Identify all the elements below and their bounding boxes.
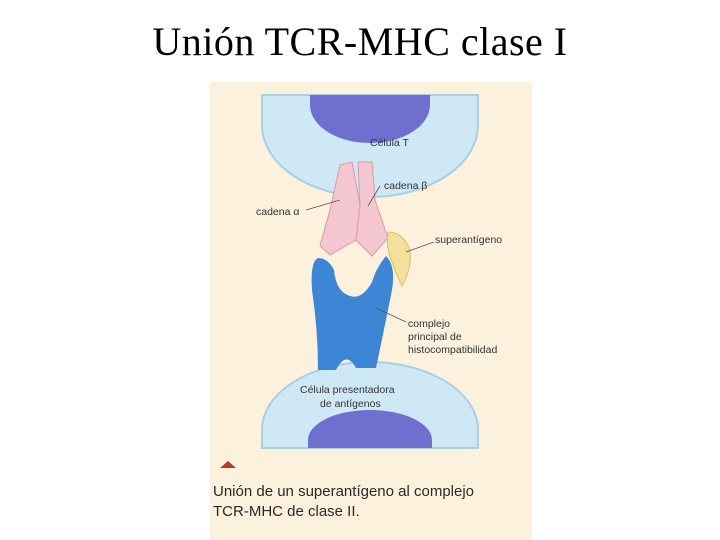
mhc-label-line1: complejo bbox=[408, 318, 451, 330]
caption-line-1: Unión de un superantígeno al complejo bbox=[213, 483, 475, 500]
t-cell-label: Célula T bbox=[370, 137, 409, 149]
mhc-label-line3: histocompatibilidad bbox=[408, 344, 498, 356]
leader-beta bbox=[367, 185, 381, 207]
tcr-beta-chain bbox=[355, 161, 389, 257]
mhc-label-line2: principal de bbox=[408, 331, 462, 343]
slide-title: Unión TCR-MHC clase I bbox=[152, 19, 568, 64]
leader-superantigen bbox=[405, 241, 435, 253]
figure-caption: Unión de un superantígeno al complejo TC… bbox=[213, 482, 474, 522]
caption-line-2: TCR-MHC de clase II. bbox=[213, 503, 360, 520]
beta-chain-label: cadena β bbox=[384, 180, 428, 192]
t-cell bbox=[261, 94, 479, 198]
apc-nucleus bbox=[308, 410, 432, 448]
caption-marker bbox=[220, 461, 236, 468]
superantigen-shape bbox=[387, 231, 411, 288]
superantigen-label: superantígeno bbox=[435, 234, 503, 246]
mhc-molecule bbox=[311, 256, 394, 370]
tcr-alpha-chain bbox=[319, 161, 361, 256]
t-cell-nucleus bbox=[310, 95, 430, 143]
alpha-chain-label: cadena α bbox=[256, 206, 300, 218]
apc-label-line1: Célula presentadora bbox=[300, 384, 395, 396]
apc-label-line2: de antígenos bbox=[320, 398, 381, 410]
leader-mhc bbox=[375, 307, 407, 323]
leader-alpha bbox=[305, 199, 341, 211]
